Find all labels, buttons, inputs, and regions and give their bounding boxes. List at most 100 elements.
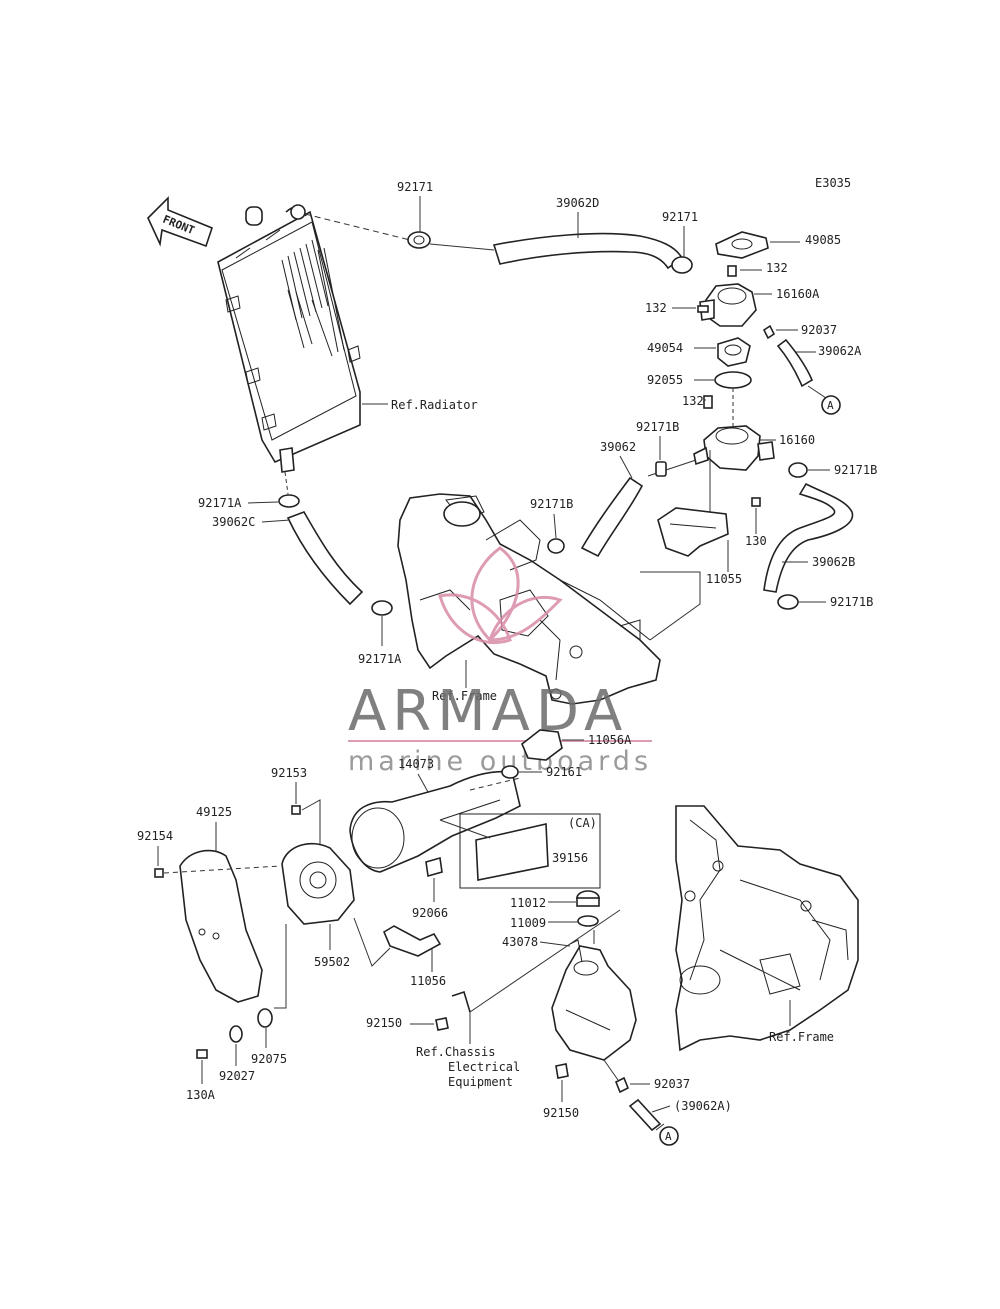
part-92171B-d: 92171B xyxy=(830,595,873,609)
part-92171-b: 92171 xyxy=(662,210,698,224)
clip-92037-a xyxy=(762,324,776,340)
armada-logo-icon xyxy=(438,546,563,645)
bolt-130A xyxy=(196,1049,208,1059)
bolt-92154 xyxy=(154,868,164,878)
svg-text:A: A xyxy=(665,1130,672,1143)
part-39062D: 39062D xyxy=(556,196,599,210)
part-11055: 11055 xyxy=(706,572,742,586)
bracket-11056 xyxy=(382,925,442,957)
part-92153: 92153 xyxy=(271,766,307,780)
part-132-b: 132 xyxy=(645,301,667,315)
hose-39062C xyxy=(286,511,364,606)
part-92171B-a: 92171B xyxy=(834,463,877,477)
duct-14073 xyxy=(349,770,521,873)
part-39156: 39156 xyxy=(552,851,588,865)
oring-92055 xyxy=(714,371,752,389)
part-92171B-b: 92171B xyxy=(636,420,679,434)
hose-39062B xyxy=(763,482,854,593)
cap-11012 xyxy=(576,890,600,907)
nut-92150-a xyxy=(435,1017,449,1031)
watermark-brand: ARMADA xyxy=(348,679,628,744)
part-11056A: 11056A xyxy=(588,733,632,747)
hose-39062A xyxy=(776,338,814,388)
front-arrow-icon: FRONT xyxy=(147,196,213,248)
part-92171A-b: 92171A xyxy=(358,652,402,666)
clamp-92171B-d xyxy=(777,594,799,610)
hose-39062D xyxy=(492,232,684,270)
ref-radiator-label: Ref.Radiator xyxy=(391,398,478,412)
clamp-92171A-a xyxy=(278,494,300,508)
frame-lower xyxy=(675,805,859,1052)
hose-39062A-lower xyxy=(628,1098,662,1132)
clamp-92171-b xyxy=(671,256,693,274)
bolt-92153 xyxy=(291,805,301,815)
cap-49085 xyxy=(715,231,769,259)
diagram-code: E3035 xyxy=(815,176,851,190)
part-92171-top: 92171 xyxy=(397,180,433,194)
fan-59502 xyxy=(281,842,355,925)
clamp-92171-top xyxy=(407,231,431,249)
part-130A: 130A xyxy=(186,1088,216,1102)
part-39062A: 39062A xyxy=(818,344,862,358)
part-59502: 59502 xyxy=(314,955,350,969)
part-92055: 92055 xyxy=(647,373,683,387)
part-130: 130 xyxy=(745,534,767,548)
callout-a-bottom: A xyxy=(659,1126,679,1146)
nut-92150-b xyxy=(555,1063,569,1079)
part-49085: 49085 xyxy=(805,233,841,247)
part-92150-b: 92150 xyxy=(543,1106,579,1120)
ca-box: (CA) xyxy=(459,813,601,889)
part-92037-a: 92037 xyxy=(801,323,837,337)
ref-frame-lower-label: Ref.Frame xyxy=(769,1030,834,1044)
washer-92027 xyxy=(229,1025,243,1043)
part-49125: 49125 xyxy=(196,805,232,819)
cover-49125 xyxy=(179,849,263,1003)
part-92150-a: 92150 xyxy=(366,1016,402,1030)
screw-130 xyxy=(751,497,761,507)
bolt-132-c xyxy=(703,395,713,409)
part-39062A-paren: (39062A) xyxy=(674,1099,732,1113)
part-92066: 92066 xyxy=(412,906,448,920)
part-132-a: 132 xyxy=(766,261,788,275)
housing-16160 xyxy=(693,425,775,471)
part-92161: 92161 xyxy=(546,765,582,779)
part-132-c: 132 xyxy=(682,394,704,408)
part-39062B: 39062B xyxy=(812,555,855,569)
part-11009: 11009 xyxy=(510,916,546,930)
part-39062: 39062 xyxy=(600,440,636,454)
part-11012: 11012 xyxy=(510,896,546,910)
ref-chassis-2: Electrical xyxy=(448,1060,520,1074)
clamp-92171A-b xyxy=(371,600,393,616)
part-14073: 14073 xyxy=(398,757,434,771)
bracket-11055 xyxy=(657,507,729,557)
ref-chassis-3: Equipment xyxy=(448,1075,513,1089)
part-92154: 92154 xyxy=(137,829,173,843)
radiator xyxy=(217,204,361,473)
housing-16160A xyxy=(699,283,757,327)
svg-text:A: A xyxy=(827,399,834,412)
grommet-92161 xyxy=(501,765,519,779)
part-43078: 43078 xyxy=(502,935,538,949)
part-92075: 92075 xyxy=(251,1052,287,1066)
part-16160: 16160 xyxy=(779,433,815,447)
clamp-92171B-a xyxy=(788,462,808,478)
clamp-92171B-b xyxy=(655,461,667,477)
clamp-92171B-c xyxy=(547,538,565,554)
hose-39062 xyxy=(580,476,644,558)
part-39062C: 39062C xyxy=(212,515,255,529)
part-49054: 49054 xyxy=(647,341,683,355)
bracket-11056A xyxy=(521,729,563,761)
part-92037-b: 92037 xyxy=(654,1077,690,1091)
bolt-132-a xyxy=(727,265,737,277)
ref-chassis-1: Ref.Chassis xyxy=(416,1045,495,1059)
part-11056: 11056 xyxy=(410,974,446,988)
clip-92037-b xyxy=(614,1076,630,1094)
grommet-92075 xyxy=(257,1008,273,1028)
ref-frame-upper-label: Ref.Frame xyxy=(432,689,497,703)
part-92027: 92027 xyxy=(219,1069,255,1083)
part-16160A: 16160A xyxy=(776,287,820,301)
callout-a-top: A xyxy=(821,395,841,415)
reservoir-43078 xyxy=(551,939,637,1061)
gasket-11009 xyxy=(577,915,599,927)
